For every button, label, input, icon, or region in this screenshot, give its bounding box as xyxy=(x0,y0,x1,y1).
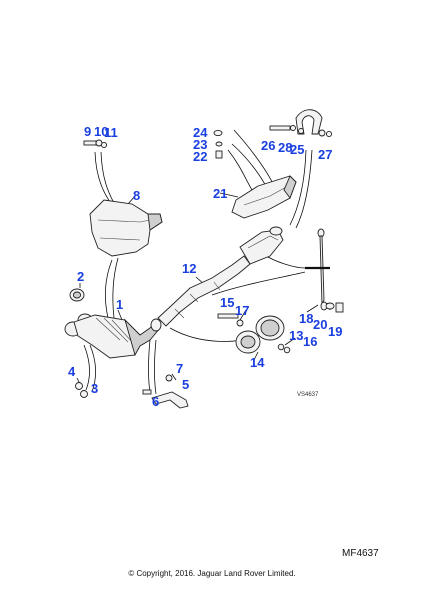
catalytic-converter-1 xyxy=(64,313,162,359)
washer-20-nut-19 xyxy=(325,302,344,313)
callout-5: 5 xyxy=(182,377,190,392)
washers-22-23-24 xyxy=(213,129,223,159)
callout-12: 12 xyxy=(182,261,197,276)
copyright-notice: © Copyright, 2016. Jaguar Land Rover Lim… xyxy=(128,569,296,578)
mounting-stay-18 xyxy=(317,228,328,311)
callout-23: 23 xyxy=(193,137,208,152)
callout-4: 4 xyxy=(68,364,76,379)
callout-15: 15 xyxy=(220,295,235,310)
callout-28: 28 xyxy=(278,140,293,155)
callout-26: 26 xyxy=(261,138,276,153)
callout-7: 7 xyxy=(176,361,184,376)
clamp-25-bolts-26-27-28 xyxy=(269,109,333,138)
callout-1: 1 xyxy=(116,297,124,312)
callout-21: 21 xyxy=(213,186,228,201)
heat-shield-21 xyxy=(231,175,297,219)
bracket-5-bolts-6-7 xyxy=(142,374,189,409)
callout-10: 10 xyxy=(94,124,109,139)
callout-13: 13 xyxy=(289,328,304,343)
bolt-set-9-10-11 xyxy=(83,139,108,149)
callout-16: 16 xyxy=(303,334,318,349)
callout-9: 9 xyxy=(84,124,92,139)
callout-3: 3 xyxy=(91,381,99,396)
diagram-reference: VS4637 xyxy=(297,392,319,398)
clamp-14-bolts-13-15-16-17 xyxy=(217,313,291,354)
gasket-2 xyxy=(69,288,85,302)
callout-25: 25 xyxy=(290,142,305,157)
callout-20: 20 xyxy=(313,317,328,332)
heat-shield-8 xyxy=(89,199,163,257)
callout-19: 19 xyxy=(328,324,343,339)
callout-27: 27 xyxy=(318,147,333,162)
callout-6: 6 xyxy=(152,394,160,409)
nuts-3-4 xyxy=(75,382,88,398)
callout-22: 22 xyxy=(193,149,208,164)
callout-17: 17 xyxy=(235,303,250,318)
callout-24: 24 xyxy=(193,125,208,140)
illustration-code: MF4637 xyxy=(342,548,379,559)
callout-14: 14 xyxy=(250,355,265,370)
intermediate-pipe-12 xyxy=(157,226,284,327)
callout-2: 2 xyxy=(77,269,85,284)
callout-11: 11 xyxy=(104,125,118,140)
callout-18: 18 xyxy=(299,311,314,326)
callout-8: 8 xyxy=(133,188,141,203)
